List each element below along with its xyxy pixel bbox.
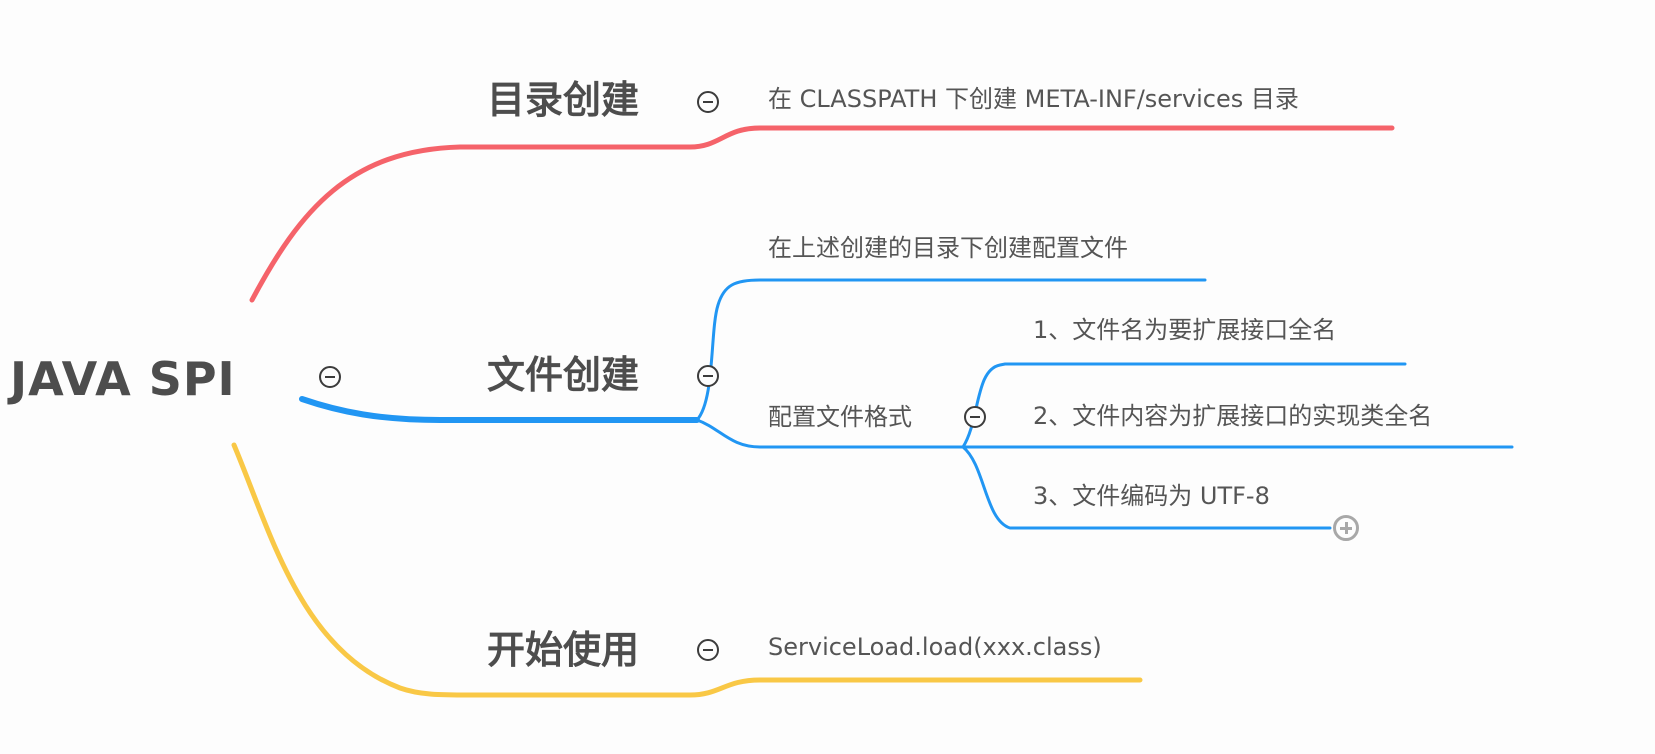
connector-format-to-item-1 (961, 362, 1407, 449)
usage-collapse-icon[interactable] (697, 639, 719, 661)
root-collapse-icon[interactable] (319, 366, 341, 388)
subtopic-create-config-file[interactable]: 在上述创建的目录下创建配置文件 (768, 234, 1128, 262)
format-item-encoding[interactable]: 3、文件编码为 UTF-8 (1033, 482, 1270, 510)
topic-start-using[interactable]: 开始使用 (487, 628, 640, 672)
encoding-expand-icon[interactable] (1333, 515, 1359, 541)
connector-root-to-directory (249, 125, 1395, 303)
config-format-collapse-icon[interactable] (964, 406, 986, 428)
topic-directory-create[interactable]: 目录创建 (487, 78, 640, 122)
file-collapse-icon[interactable] (697, 365, 719, 387)
directory-collapse-icon[interactable] (697, 91, 719, 113)
topic-file-create[interactable]: 文件创建 (487, 353, 640, 397)
connector-root-to-usage (231, 442, 1143, 698)
connector-file-to-config-format (695, 418, 965, 449)
connector-root-to-file (299, 396, 700, 423)
connector-format-to-item-3 (961, 445, 1332, 530)
subtopic-config-format[interactable]: 配置文件格式 (768, 403, 912, 431)
subtopic-meta-inf-directory[interactable]: 在 CLASSPATH 下创建 META-INF/services 目录 (768, 85, 1299, 113)
subtopic-service-load[interactable]: ServiceLoad.load(xxx.class) (768, 633, 1102, 661)
root-topic[interactable]: JAVA SPI (10, 352, 236, 406)
connector-file-to-config-create (695, 278, 1207, 422)
format-item-content[interactable]: 2、文件内容为扩展接口的实现类全名 (1033, 402, 1433, 430)
format-item-filename[interactable]: 1、文件名为要扩展接口全名 (1033, 316, 1337, 344)
